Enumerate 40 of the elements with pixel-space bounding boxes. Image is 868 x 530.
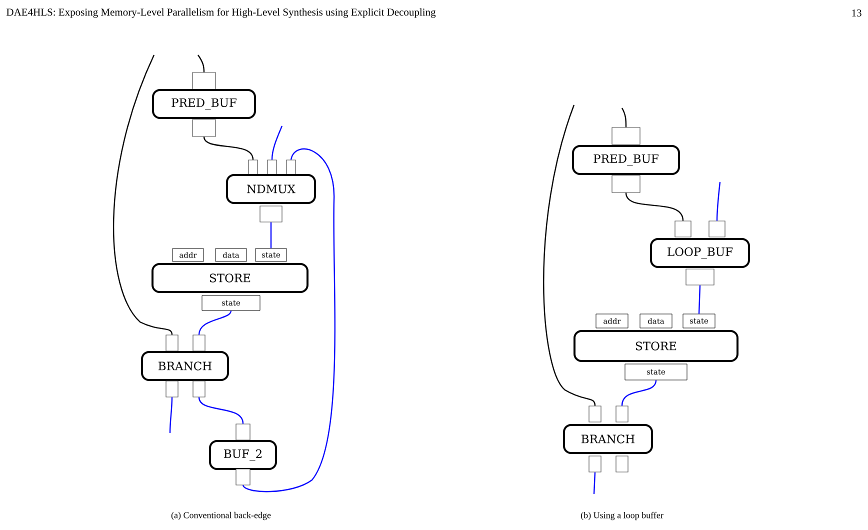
connector-line xyxy=(198,54,205,72)
port-box xyxy=(166,334,178,352)
connector-line xyxy=(242,148,336,492)
port-box xyxy=(616,456,628,472)
port-box xyxy=(686,268,714,286)
block-box: BRANCH xyxy=(141,351,229,381)
subfigure-caption: (b) Using a loop buffer xyxy=(580,512,664,520)
port-box xyxy=(166,380,178,398)
connector-line xyxy=(593,472,596,494)
connector-line xyxy=(716,182,721,221)
port-box xyxy=(192,380,206,398)
port-box xyxy=(616,406,628,422)
port-box xyxy=(708,220,726,238)
connector-line xyxy=(271,126,283,160)
page-number: 13 xyxy=(852,9,862,17)
port-box xyxy=(236,468,250,486)
connector-line xyxy=(621,108,627,128)
connector-line xyxy=(203,136,254,160)
running-header: DAE4HLS: Exposing Memory-Level Parallelism for High-Level Synthesis using Explicit Decoupling xyxy=(6,8,436,18)
block-box: BRANCH xyxy=(563,424,653,454)
port-box xyxy=(588,406,602,422)
connector-line xyxy=(698,285,701,314)
connector-line xyxy=(113,54,173,335)
connector-line xyxy=(198,310,232,335)
connector-line xyxy=(198,397,244,424)
port-box xyxy=(192,334,206,352)
port-box xyxy=(192,119,216,137)
connector-line xyxy=(270,222,272,248)
port-box xyxy=(674,220,692,238)
connector-line xyxy=(621,380,657,406)
port-box xyxy=(260,206,282,222)
port-box xyxy=(236,424,250,440)
port-box xyxy=(612,127,640,145)
connector-line xyxy=(625,192,684,221)
port-box xyxy=(588,456,602,472)
port-box xyxy=(192,72,216,90)
connector-line xyxy=(169,397,173,433)
port-box xyxy=(612,175,640,193)
subfigure-caption: (a) Conventional back-edge xyxy=(171,512,271,520)
connector-line xyxy=(543,104,596,406)
